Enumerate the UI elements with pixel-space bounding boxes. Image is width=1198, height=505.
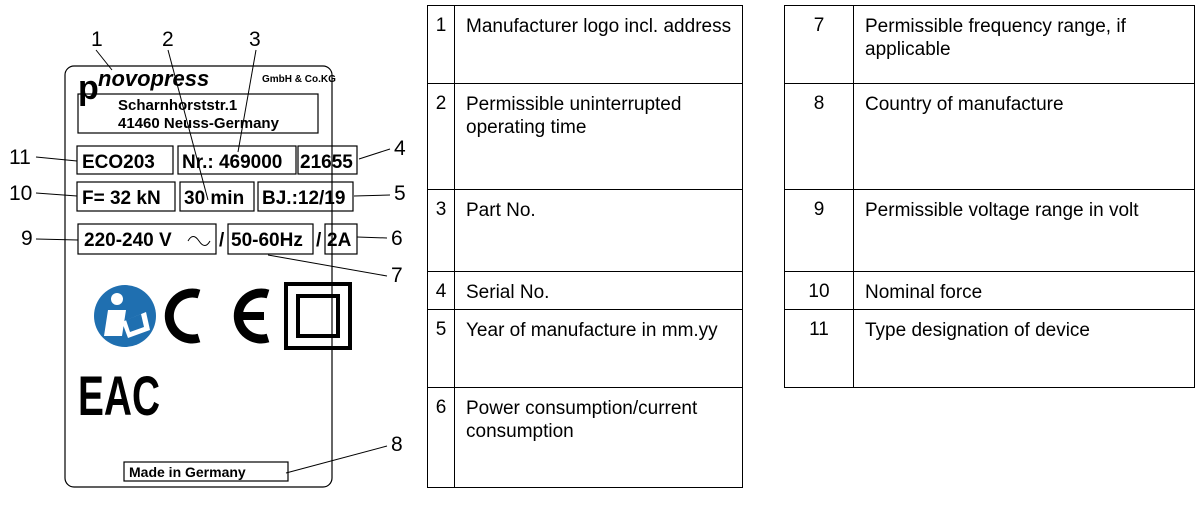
type-plate [64,65,333,488]
force-box [76,181,176,212]
legend-num: 2 [427,83,455,190]
year-box [257,181,354,212]
logo-brand: novopress [98,66,209,91]
legend-desc: Nominal force [853,271,1195,310]
legend-num: 11 [784,309,854,388]
legend-desc: Part No. [454,189,743,272]
legend-table-left: 1 Manufacturer logo incl. address 2 Perm… [427,5,743,488]
frequency-range: 50-60Hz [231,230,303,251]
legend-row: 7 Permissible frequency range, if applic… [784,5,1195,84]
legend-row: 9 Permissible voltage range in volt [784,189,1195,272]
type-designation: ECO203 [82,152,155,173]
legend-row: 4 Serial No. [427,271,743,310]
callout-9: 9 [21,227,33,250]
made-in-box [123,461,289,482]
address-street: Scharnhorststr.1 [118,97,237,114]
legend-desc: Manufacturer logo incl. address [454,5,743,84]
callout-8: 8 [391,433,403,456]
legend-num: 10 [784,271,854,310]
callout-7: 7 [391,264,403,287]
part-no-box [177,145,297,175]
legend-num: 7 [784,5,854,84]
legend-desc: Country of manufacture [853,83,1195,190]
legend-row: 5 Year of manufacture in mm.yy [427,309,743,388]
legend-table-right: 7 Permissible frequency range, if applic… [784,5,1195,388]
operating-time: 30 min [184,188,244,209]
legend-row: 10 Nominal force [784,271,1195,310]
part-no: Nr.: 469000 [182,152,282,173]
voltage-box [77,223,217,255]
serial-no: 21655 [300,152,353,173]
type-designation-box [76,145,174,175]
manufacturer-logo: p novopress GmbH & Co.KG [78,66,336,107]
legend-desc: Permissible frequency range, if applicab… [853,5,1195,84]
callout-11: 11 [9,146,31,169]
address-city: 41460 Neuss-Germany [118,115,280,132]
legend-desc: Permissible voltage range in volt [853,189,1195,272]
callout-1: 1 [91,28,103,51]
legend-num: 3 [427,189,455,272]
callout-2: 2 [162,28,174,51]
legend-num: 9 [784,189,854,272]
legend-desc: Permissible uninterrupted operating time [454,83,743,190]
legend-row: 3 Part No. [427,189,743,272]
made-in: Made in Germany [129,464,246,480]
serial-no-box [297,145,358,175]
eac-mark-icon: EAC [78,364,160,427]
address-frame [77,93,319,134]
legend-desc: Power consumption/current consumption [454,387,743,488]
legend-desc: Serial No. [454,271,743,310]
legend-num: 4 [427,271,455,310]
current-box [324,223,358,255]
callout-5: 5 [394,182,406,205]
ce-mark-icon [164,288,270,344]
read-manual-icon [94,285,156,347]
legend-row: 6 Power consumption/current consumption [427,387,743,488]
current-consumption: 2A [327,230,352,251]
legend-num: 6 [427,387,455,488]
operating-time-box [179,181,255,212]
separator-1: / [219,230,225,251]
legend-num: 5 [427,309,455,388]
legend-row: 11 Type designation of device [784,309,1195,388]
legend-num: 8 [784,83,854,190]
leader-lines [35,49,391,474]
legend-row: 8 Country of manufacture [784,83,1195,190]
legend-row: 1 Manufacturer logo incl. address [427,5,743,84]
protection-class-2-icon [284,282,352,350]
legend-desc: Year of manufacture in mm.yy [454,309,743,388]
legend-num: 1 [427,5,455,84]
year-of-manufacture: BJ.:12/19 [262,188,345,209]
logo-suffix: GmbH & Co.KG [262,74,336,85]
logo-mark: p [78,69,99,107]
type-plate-diagram: p novopress GmbH & Co.KG Scharnhorststr.… [9,28,406,488]
frequency-box [227,223,314,255]
legend-desc: Type designation of device [853,309,1195,388]
callout-6: 6 [391,227,403,250]
callout-3: 3 [249,28,261,51]
callout-10: 10 [9,182,32,205]
callout-4: 4 [394,137,406,160]
separator-2: / [316,230,322,251]
legend-row: 2 Permissible uninterrupted operating ti… [427,83,743,190]
ac-symbol-icon [187,236,211,246]
voltage-range: 220-240 V [84,230,172,251]
nominal-force: F= 32 kN [82,188,161,209]
